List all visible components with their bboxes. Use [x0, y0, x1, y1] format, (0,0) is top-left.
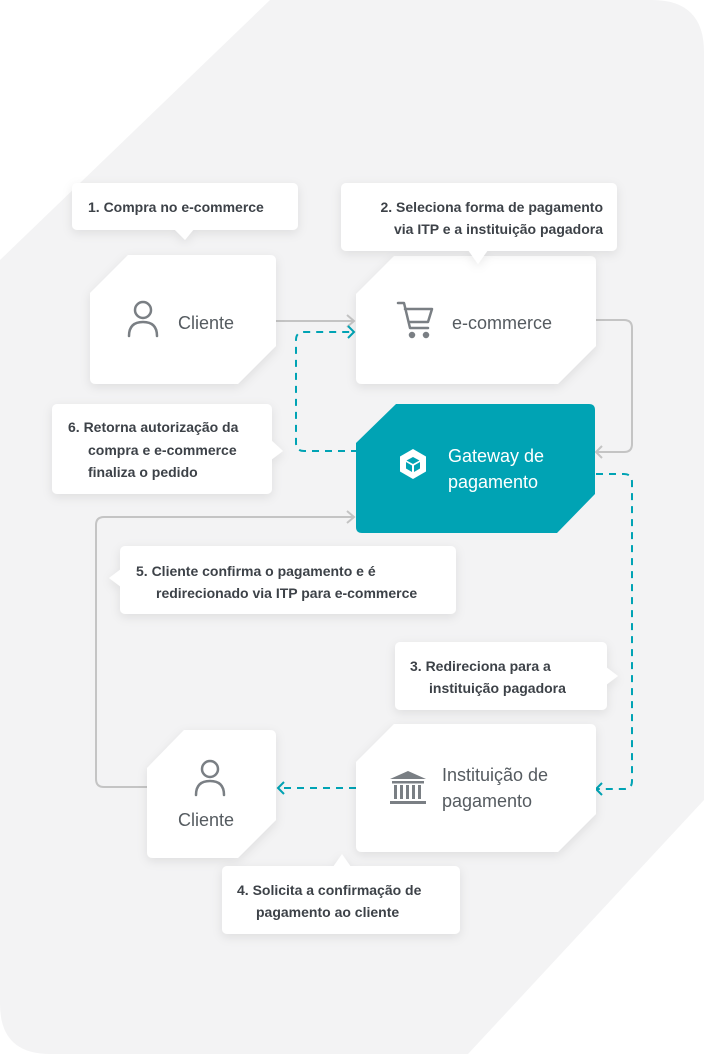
cliente-bottom-label: Cliente — [178, 810, 235, 830]
step4-text-line2: pagamento ao cliente — [256, 904, 400, 920]
step4-text-line1: 4. Solicita a confirmação de — [237, 882, 422, 898]
cube-icon — [400, 449, 426, 479]
cliente-top-label: Cliente — [178, 313, 235, 333]
connector-cliente-bottom-gateway — [95, 510, 356, 788]
person-icon — [127, 300, 159, 338]
callout-step5 — [109, 546, 456, 614]
step5-text-line2: redirecionado via ITP para e-commerce — [156, 585, 418, 601]
step6-text-line3: finaliza o pedido — [88, 464, 198, 480]
ecommerce-label: e-commerce — [452, 313, 553, 333]
instituicao-card — [356, 724, 596, 852]
cliente-top-card — [90, 255, 276, 384]
step3-text-line2: instituição pagadora — [429, 680, 566, 696]
cart-icon — [396, 301, 434, 339]
step2-text-line2: via ITP e a instituição pagadora — [393, 221, 603, 237]
connector-ecommerce-gateway — [594, 319, 633, 459]
ecommerce-card — [356, 256, 596, 384]
callout-step3 — [395, 642, 618, 710]
step2-text-line1: 2. Seleciona forma de pagamento — [380, 199, 603, 215]
connector-gateway-ecommerce-dashed — [295, 325, 358, 452]
callout-step6 — [52, 404, 283, 494]
step6-text-line1: 6. Retorna autorização da — [68, 419, 239, 435]
step6-text-line2: compra e e-commerce — [88, 442, 237, 458]
step1-text: 1. Compra no e-commerce — [88, 199, 264, 215]
connector-cliente-ecommerce — [276, 314, 356, 328]
step5-text-line1: 5. Cliente confirma o pagamento e é — [136, 563, 376, 579]
person-icon — [194, 759, 226, 797]
gateway-label-line1: Gateway de — [448, 446, 545, 466]
gateway-label-line2: pagamento — [448, 472, 539, 492]
instituicao-label-line1: Instituição de — [442, 765, 549, 785]
instituicao-label-line2: pagamento — [442, 791, 533, 811]
connector-instituicao-cliente-dashed — [276, 781, 356, 795]
cliente-bottom-card — [147, 730, 276, 858]
step3-text-line1: 3. Redireciona para a — [410, 658, 551, 674]
gateway-card — [356, 404, 595, 533]
callout-step1 — [72, 183, 298, 240]
callout-step2 — [341, 183, 617, 264]
bank-icon — [390, 771, 426, 804]
callout-step4 — [222, 854, 460, 934]
